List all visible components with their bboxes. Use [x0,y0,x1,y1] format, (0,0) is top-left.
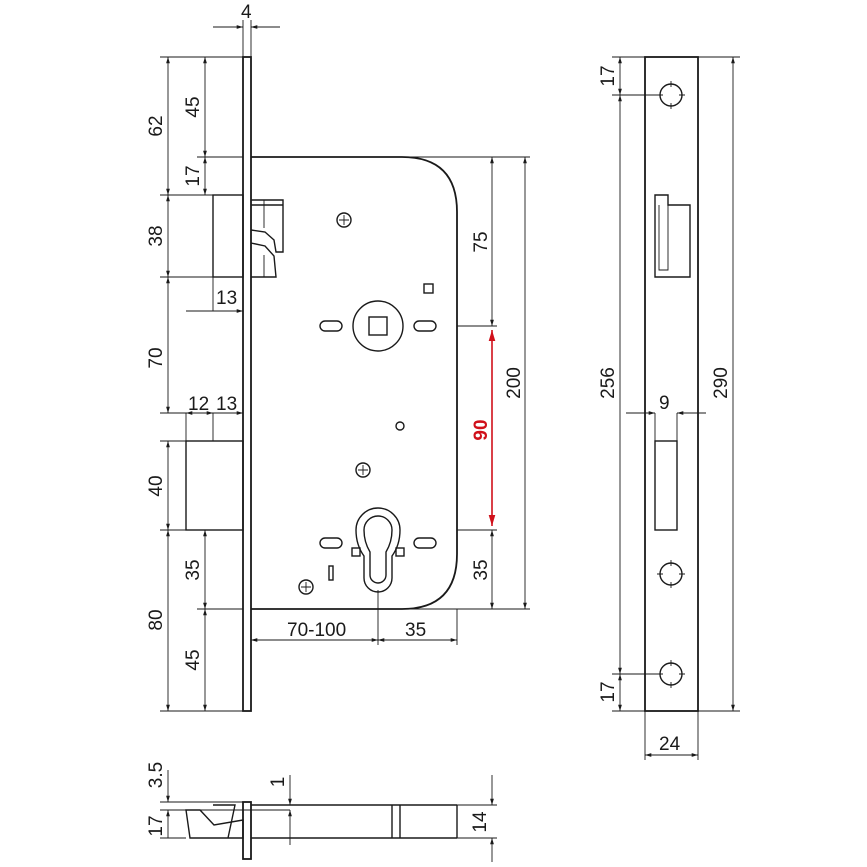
dim-label: 70 [146,347,167,368]
dim-label: 35 [471,559,492,580]
dim-label: 35 [405,620,426,641]
dim-label: 3.5 [146,762,167,788]
dim-label: 13 [216,288,237,309]
bottom-faceplate [242,801,252,860]
bottom-dimensions [251,590,458,645]
faceplate-view: 17 256 9 290 17 24 [598,56,740,760]
left-dimensions [160,20,280,712]
screw-icon [336,212,352,228]
right-dimensions [402,156,530,610]
dim-label: 1 [268,777,289,788]
dim-label: 14 [470,811,491,833]
dim-label: 9 [659,393,670,414]
faceplate [242,56,252,712]
lock-case [251,156,458,610]
dim-label: 17 [598,681,619,702]
screw-icon [298,579,314,595]
dim-label: 4 [241,2,252,23]
hole-icon [657,660,685,688]
dim-label: 200 [504,367,525,399]
dim-label: 45 [183,96,204,117]
cylinder-cutout [319,507,437,593]
dim-label: 24 [659,734,681,755]
front-view: 4 62 45 17 38 13 70 12 13 40 35 80 45 70… [146,2,530,712]
dim-label: 17 [183,165,204,186]
dim-label: 75 [471,231,492,252]
dim-label: 40 [146,475,167,496]
dead-bolt [185,440,244,531]
dim-label: 12 [188,394,209,415]
dim-label: 38 [146,225,167,246]
dim-label: 290 [711,367,732,399]
dim-label: 256 [598,367,619,399]
latch-bolt [212,194,284,278]
latch-opening [654,194,691,278]
dim-label: 62 [146,115,167,136]
bottom-view: 3.5 1 17 14 [146,762,497,862]
dim-label: 45 [183,649,204,670]
dim-label-highlight: 90 [471,419,492,440]
dim-label: 13 [216,394,237,415]
screw-icon [355,462,371,478]
dim-label: 70-100 [287,620,346,641]
bolt-slot [654,440,678,531]
hole-icon [657,560,685,588]
dim-label: 17 [598,65,619,86]
spindle-hub [319,300,437,352]
dim-label: 80 [146,609,167,630]
hole-icon [657,81,685,109]
hole-icon [395,421,405,431]
dim-label: 35 [183,559,204,580]
faceplate-front [644,56,699,712]
indicator-square [423,283,434,294]
dim-label: 17 [146,815,167,836]
